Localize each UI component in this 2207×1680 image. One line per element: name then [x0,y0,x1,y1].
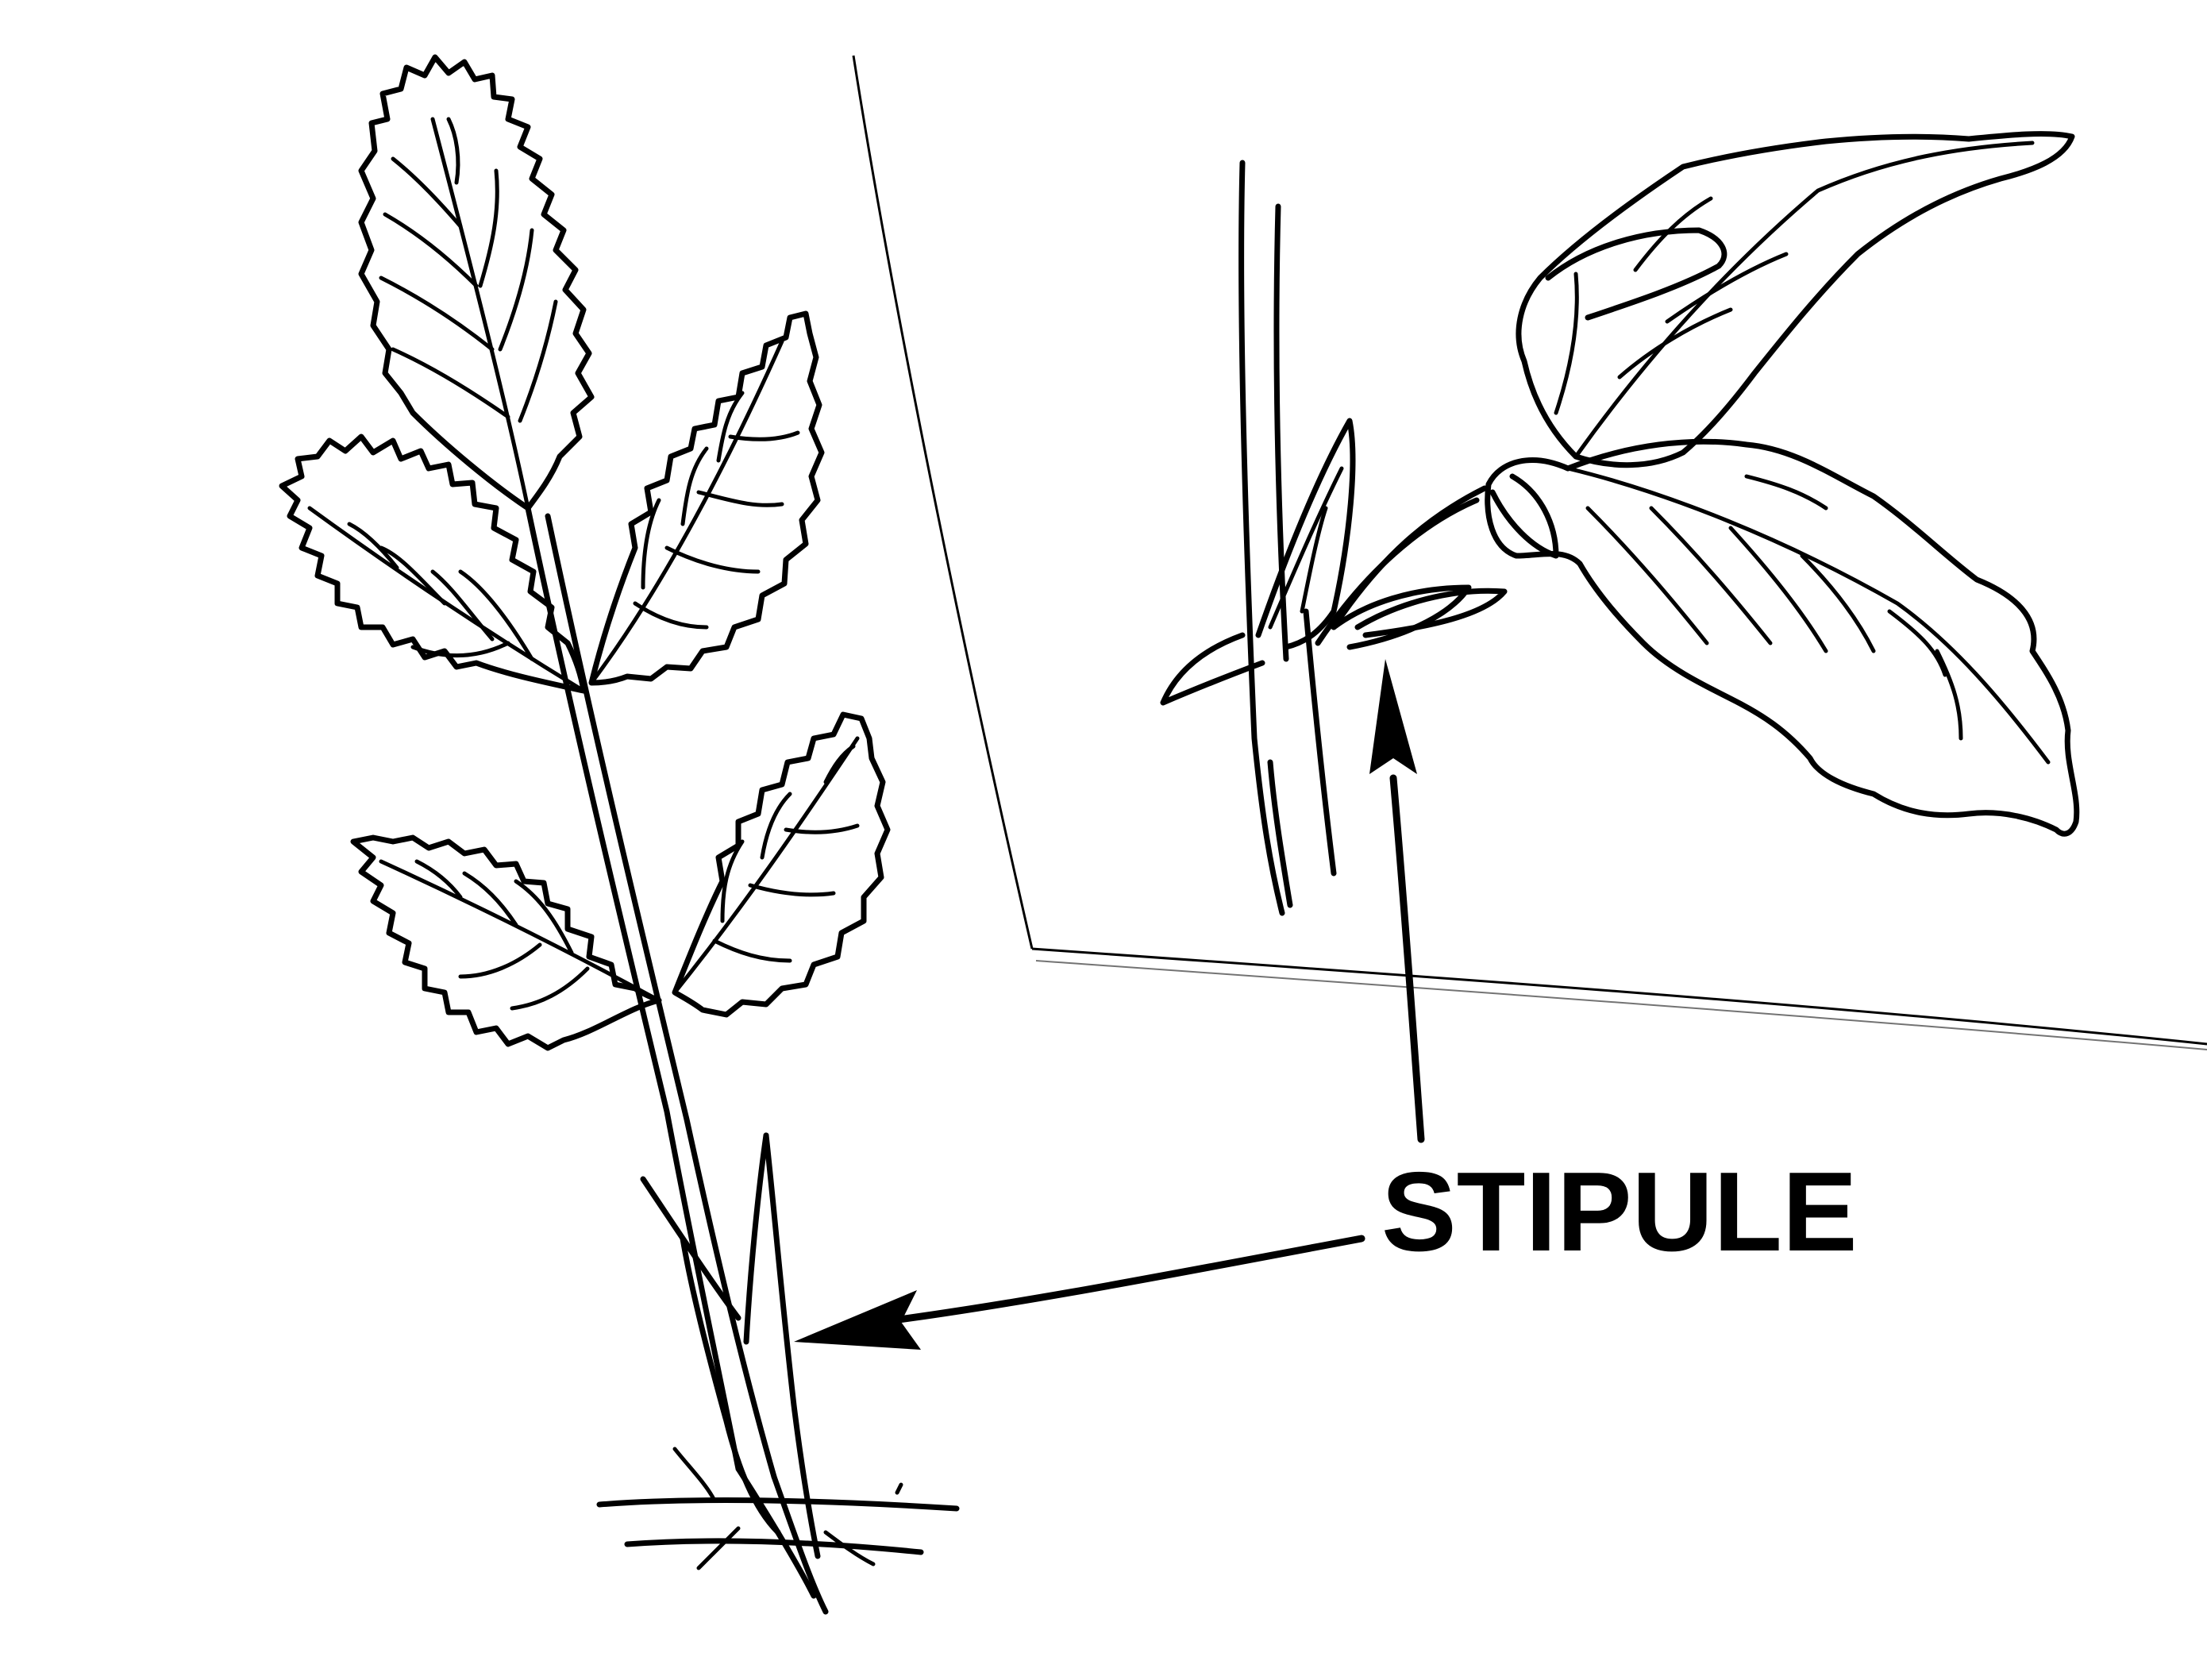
detail-petiole [1315,485,1508,646]
left-stipules [640,1132,821,1559]
arrowhead-up [1369,659,1417,774]
inset-frame [852,55,2207,1050]
leaflet-lower-right [672,711,891,1018]
detail-stem [1238,160,1337,916]
leaflet-lower-left [350,834,662,1051]
leaflet-upper-left [279,433,587,694]
stipule-detail-plant [1160,131,2080,916]
ground-lines [596,1447,960,1570]
arrow-to-left-stipule [794,1235,1365,1350]
plant-stem [525,505,829,1615]
compound-leaf-plant [279,54,960,1615]
leaflet-upper-right [588,310,825,686]
terminal-leaf [358,54,595,511]
arrow-to-detail-stipule [1369,659,1425,1143]
detail-stipules [1160,418,1472,706]
stipule-label: STIPULE [1381,1149,1858,1275]
detail-leaf-lower [1485,438,2080,837]
detail-leaf-upper [1516,131,2075,468]
arrowhead-left [794,1290,921,1350]
